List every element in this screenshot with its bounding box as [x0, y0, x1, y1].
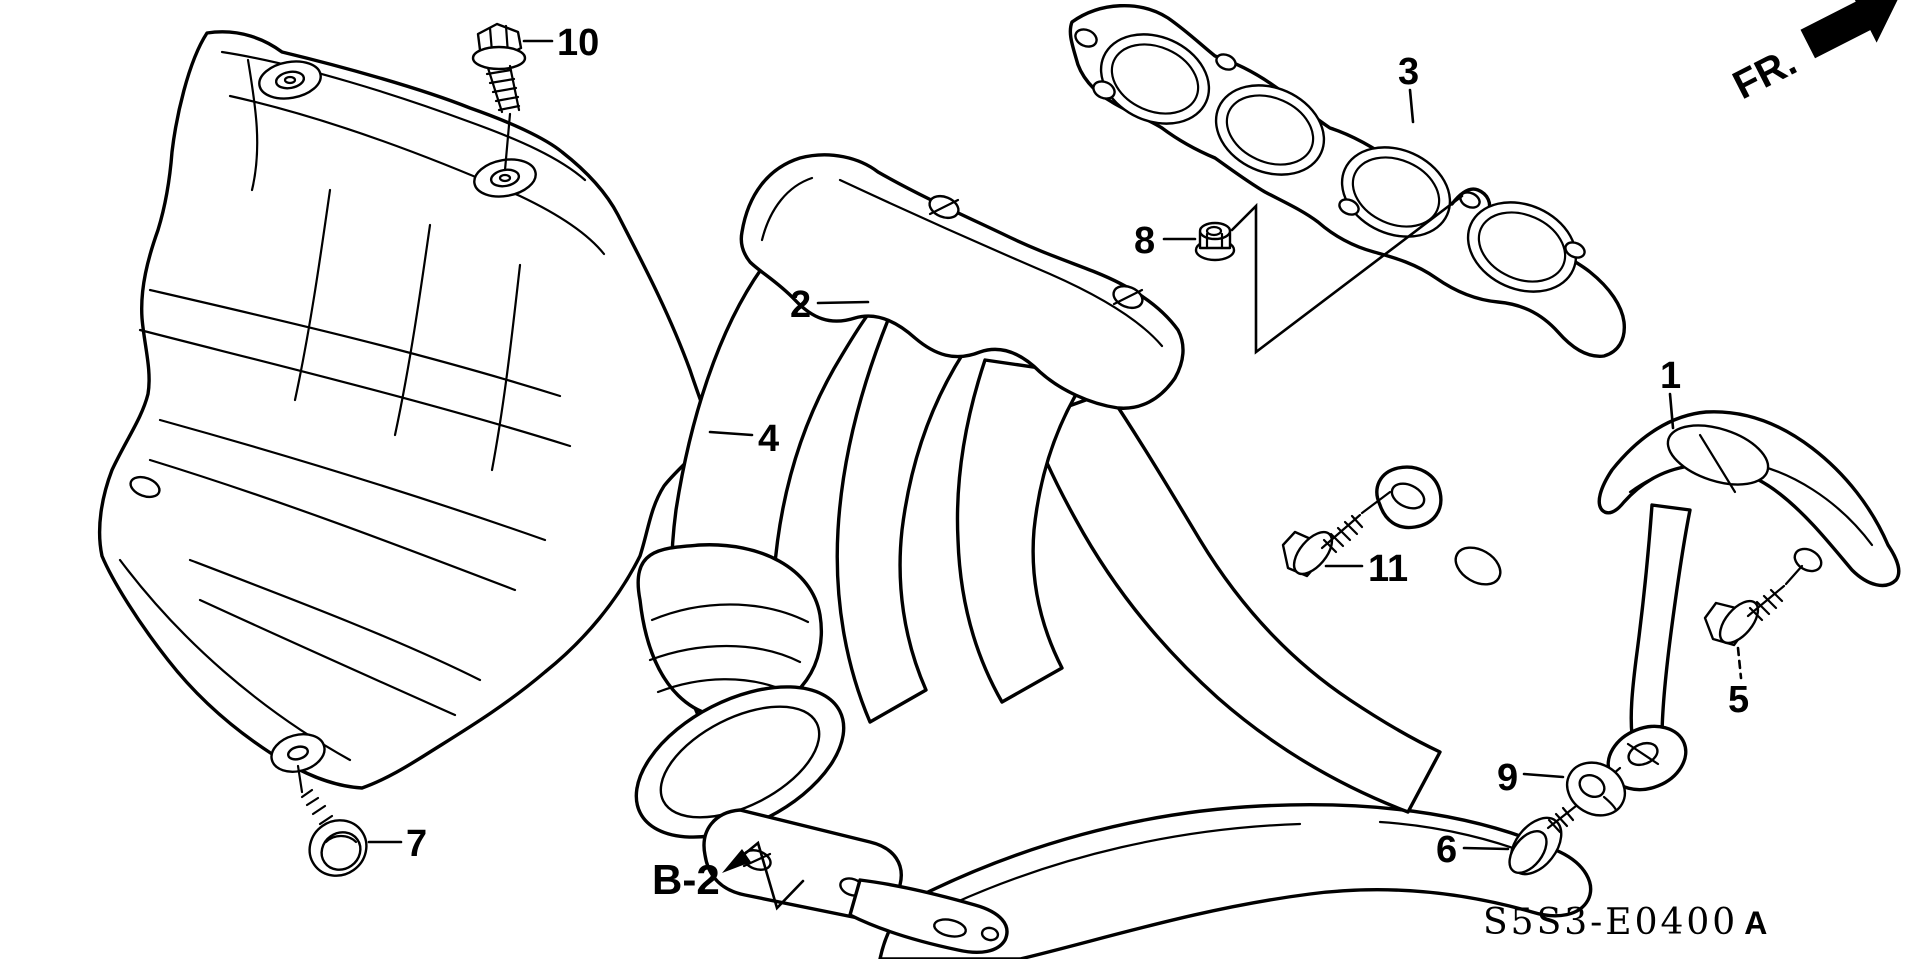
bolt-5-axis-line: [1784, 564, 1804, 586]
manifold-runner-2: [835, 318, 966, 724]
b2-reference: B-2: [652, 840, 805, 911]
bolt-11-flange: [1292, 530, 1334, 576]
b2-arrow-icon: [722, 849, 751, 873]
callout-1-leader: [1668, 392, 1675, 430]
gasket-port-1: [1099, 33, 1211, 125]
manifold-stay-tab: [1375, 465, 1443, 530]
callout-9-leader: [1522, 772, 1565, 779]
bolt-5-drawing: [1703, 564, 1804, 647]
callout-6-label: 6: [1436, 829, 1457, 871]
callout-8-label: 8: [1134, 220, 1155, 262]
nut-8-drawing: [1194, 221, 1236, 262]
callout-9: 9: [1497, 757, 1565, 799]
manifold-arm-hole: [980, 926, 1000, 942]
fr-label: FR.: [1726, 40, 1803, 108]
nut-8-top: [1198, 221, 1232, 241]
fr-direction-arrow-icon: [1800, 0, 1899, 59]
callout-11-label: 11: [1368, 548, 1408, 590]
callout-7: 7: [367, 823, 427, 865]
gasket-bolt-hole: [1215, 53, 1237, 71]
gasket-part-drawing: [1068, 3, 1626, 358]
gasket-bolt-hole: [1564, 241, 1586, 259]
callout-4: 4: [708, 418, 779, 460]
callout-5: 5: [1728, 646, 1749, 721]
manifold-runner-3: [955, 358, 1090, 704]
callout-4-leader: [708, 430, 754, 437]
bolt-7-head: [320, 831, 362, 871]
callout-11: 11: [1324, 548, 1408, 590]
manifold-flange-inner-line: [760, 176, 1164, 348]
bolt-10-drawing: [471, 22, 527, 172]
heat-cover-outline: [97, 30, 714, 790]
gasket-port-3: [1340, 146, 1452, 238]
callout-2: 2: [790, 284, 870, 326]
callout-5-leader: [1736, 646, 1743, 680]
gasket-port-4: [1466, 201, 1578, 293]
stay-bracket-body: [1597, 410, 1901, 588]
washer-9-inner: [1578, 773, 1606, 799]
manifold-bracket-arm: [848, 878, 1009, 954]
bolt-5-threads: [1746, 584, 1786, 622]
callout-1: 1: [1660, 355, 1681, 430]
bolt-7-axis-line: [296, 764, 304, 794]
callout-8: 8: [1134, 194, 1464, 355]
heat-cover-mount-boss-bottom: [270, 733, 326, 773]
manifold-collector-bell: [634, 543, 846, 839]
callout-10: 10: [522, 22, 599, 64]
callout-4-label: 4: [758, 418, 779, 460]
bolt-10-flange: [471, 45, 527, 71]
callout-3-leader: [1408, 88, 1415, 124]
bolt-5-flange: [1718, 599, 1760, 645]
bolt-7-drawing: [296, 764, 368, 877]
callout-2-label: 2: [790, 284, 811, 326]
bolt-11-drawing: [1281, 490, 1392, 578]
b2-label: B-2: [652, 856, 720, 903]
bolt-11-axis-line: [1360, 490, 1392, 515]
callout-7-label: 7: [406, 823, 427, 865]
stay-bracket-side-hole: [1793, 547, 1823, 573]
heat-cover-part-drawing: [97, 30, 714, 790]
b2-arrow-line: [734, 840, 805, 911]
callout-3-label: 3: [1398, 51, 1419, 93]
gasket-bolt-hole: [1074, 28, 1098, 48]
stay-bracket-bend-line: [1698, 433, 1737, 494]
gasket-bolt-hole: [1092, 80, 1116, 100]
bolt-6-head: [1508, 830, 1548, 874]
stay-bracket-leg: [1629, 503, 1692, 740]
callout-5-label: 5: [1728, 679, 1749, 721]
callout-1-label: 1: [1660, 355, 1681, 397]
callout-6: 6: [1436, 829, 1510, 871]
nut-8-hole: [1205, 225, 1223, 237]
bolt-11-threads: [1320, 513, 1364, 554]
manifold-pipe-end-ring: [1454, 546, 1502, 586]
bolt-10-threads: [485, 64, 521, 114]
callout-6-leader: [1462, 846, 1510, 851]
manifold-arm-slot: [933, 918, 967, 938]
manifold-outlet-pipe: [878, 803, 1593, 959]
manifold-flange: [739, 153, 1185, 410]
bolt-6-threads: [1546, 804, 1578, 834]
manifold-flange-hole-right: [1112, 284, 1144, 310]
manifold-runner-4: [1028, 390, 1442, 814]
callout-9-label: 9: [1497, 757, 1518, 799]
gasket-port-2: [1214, 84, 1326, 176]
callout-8-pointer: [1230, 194, 1464, 355]
heat-cover-mount-boss-top-right: [473, 158, 537, 198]
fr-direction: FR.: [1726, 0, 1899, 108]
heat-cover-mount-boss-top-left: [258, 60, 322, 100]
stay-bracket-oval-cutout: [1666, 424, 1770, 486]
heat-cover-dimple: [129, 475, 161, 499]
callout-10-label: 10: [557, 22, 599, 64]
bolt-7-threads: [300, 788, 334, 826]
callout-2-leader: [816, 300, 870, 305]
callout-3: 3: [1398, 51, 1419, 124]
bolt-10-axis-line: [503, 112, 512, 172]
exhaust-manifold-part-drawing: [634, 153, 1593, 959]
manifold-flange-hole-left: [928, 194, 960, 220]
gasket-bolt-hole: [1338, 198, 1360, 216]
washer-9-drawing: [1565, 761, 1627, 817]
